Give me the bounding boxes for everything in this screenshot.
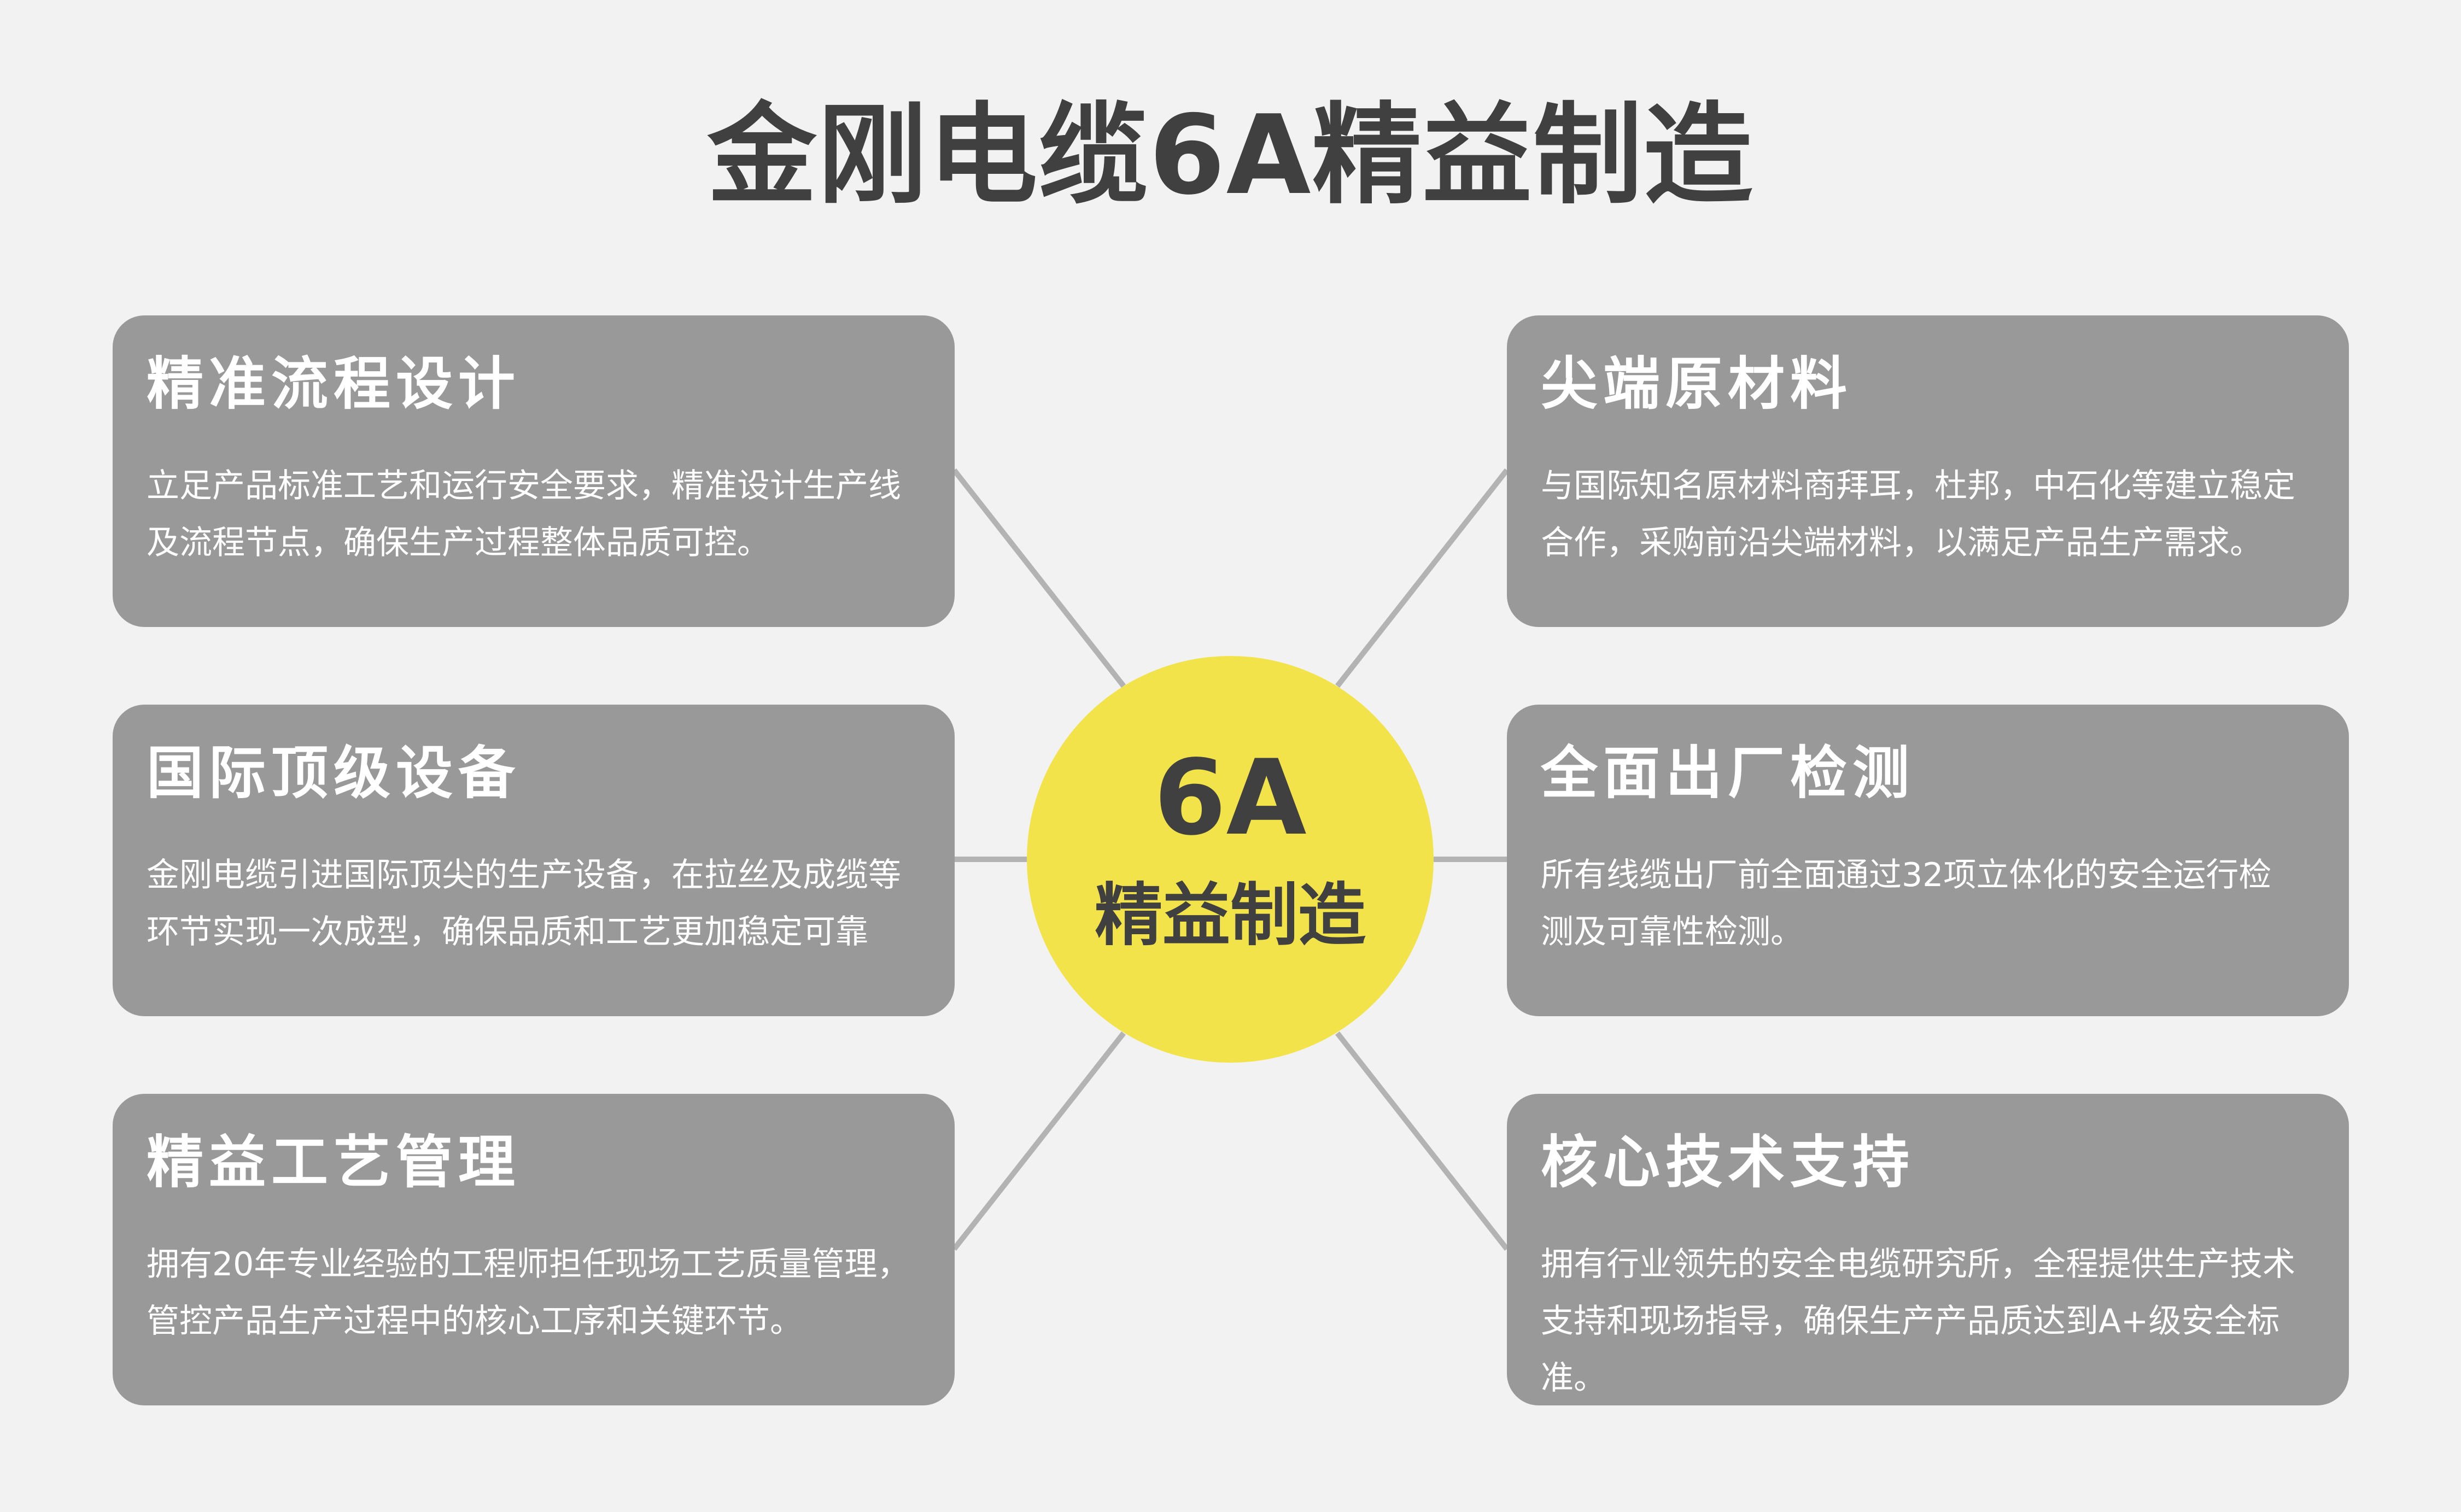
connector-bottom-left [952,1031,1126,1251]
hub-label-lean-manufacturing: 精益制造 [1094,876,1366,955]
card-advanced-materials: 尖端原材料 与国际知名原材料商拜耳，杜邦，中石化等建立稳定 合作，采购前沿尖端材… [1507,315,2349,627]
card-title: 国际顶级设备 [147,740,521,806]
connector-top-right [1335,468,1509,688]
card-description: 立足产品标准工艺和运行安全要求，精准设计生产线 及流程节点，确保生产过程整体品质… [147,467,901,562]
card-factory-inspection: 全面出厂检测 所有线缆出厂前全面通过32项立体化的安全运行检 测及可靠性检测。 [1507,705,2349,1016]
hub-label-6a: 6A [1154,737,1307,858]
connector-top-left [952,468,1126,688]
card-title: 精准流程设计 [147,350,521,417]
card-title: 精益工艺管理 [147,1129,521,1195]
card-title: 全面出厂检测 [1541,740,1915,806]
card-description: 金刚电缆引进国际顶尖的生产设备，在拉丝及成缆等 环节实现一次成型，确保品质和工艺… [147,856,901,951]
card-description: 拥有20年专业经验的工程师担任现场工艺质量管理， 管控产品生产过程中的核心工序和… [147,1245,910,1340]
card-description: 与国际知名原材料商拜耳，杜邦，中石化等建立稳定 合作，采购前沿尖端材料，以满足产… [1541,467,2295,562]
center-hub-circle: 6A 精益制造 [1027,656,1434,1063]
page-title: 金刚电缆6A精益制造 [707,92,1754,219]
card-title: 尖端原材料 [1541,350,1853,417]
card-lean-process-management: 精益工艺管理 拥有20年专业经验的工程师担任现场工艺质量管理， 管控产品生产过程… [113,1094,955,1405]
connector-bottom-right [1335,1031,1509,1251]
card-title: 核心技术支持 [1541,1129,1915,1195]
card-core-technical-support: 核心技术支持 拥有行业领先的安全电缆研究所，全程提供生产技术 支持和现场指导，确… [1507,1094,2349,1405]
card-description: 所有线缆出厂前全面通过32项立体化的安全运行检 测及可靠性检测。 [1541,856,2272,951]
card-international-equipment: 国际顶级设备 金刚电缆引进国际顶尖的生产设备，在拉丝及成缆等 环节实现一次成型，… [113,705,955,1016]
card-precise-process-design: 精准流程设计 立足产品标准工艺和运行安全要求，精准设计生产线 及流程节点，确保生… [113,315,955,627]
card-description: 拥有行业领先的安全电缆研究所，全程提供生产技术 支持和现场指导，确保生产产品质达… [1541,1245,2295,1397]
